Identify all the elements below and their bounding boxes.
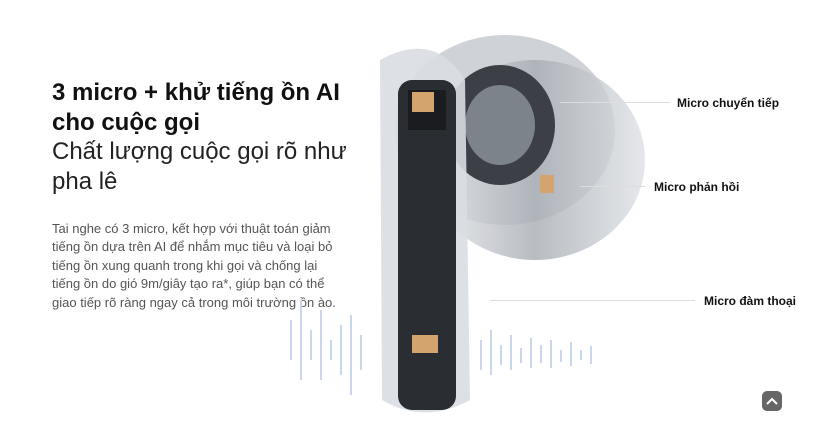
scroll-to-top-button[interactable] — [762, 391, 782, 411]
callout-line — [490, 300, 695, 301]
feedforward-mic-chip — [412, 92, 434, 112]
callout-feedback-mic: Micro phản hồi — [654, 180, 740, 194]
section-description: Tai nghe có 3 micro, kết hợp với thuật t… — [52, 221, 336, 310]
sound-wave — [290, 300, 592, 395]
callout-line — [560, 102, 670, 103]
callout-feedforward-mic: Micro chuyển tiếp — [677, 96, 780, 110]
earbud-illustration — [290, 35, 645, 413]
section-heading: 3 micro + khử tiếng ồn AI cho cuộc gọi — [52, 79, 340, 136]
section-subheading: Chất lượng cuộc gọi rõ như pha lê — [52, 138, 347, 195]
callout-line — [580, 186, 645, 187]
feedback-mic-chip — [540, 175, 554, 193]
chevron-up-icon — [766, 397, 778, 405]
voice-mic-chip — [412, 335, 438, 353]
callout-voice-mic: Micro đàm thoại — [704, 294, 797, 308]
